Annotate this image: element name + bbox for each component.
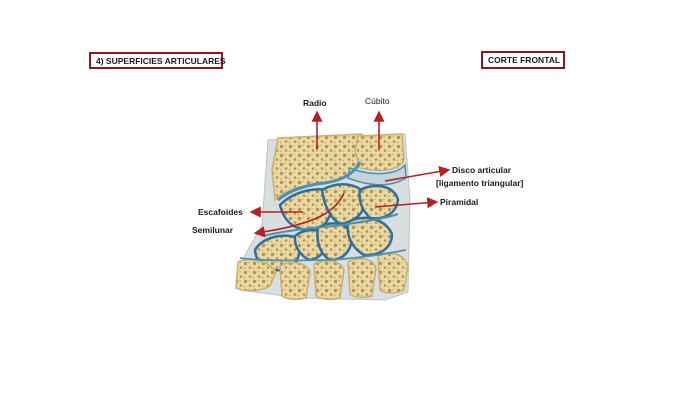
view-label: CORTE FRONTAL [481, 51, 565, 69]
metacarpal-3 [313, 259, 345, 301]
piramidal-arrow [374, 197, 439, 209]
section-title: 4) SUPERFICIES ARTICULARES [89, 52, 226, 69]
label-semilunar: Semilunar [192, 225, 234, 235]
triquetrum-bone [358, 184, 400, 220]
disco-arrow [384, 165, 451, 182]
label-piramidal: Piramidal [440, 197, 479, 207]
metacarpal-5 [377, 252, 409, 294]
radiocarpal-cartilage [277, 161, 362, 202]
carpometacarpal-cartilage [239, 249, 407, 262]
semilunar-arrow [253, 192, 345, 238]
midcarpal-cartilage [261, 213, 399, 237]
lunate-bone [320, 183, 368, 226]
ulna-bone [354, 133, 405, 172]
metacarpal-4 [347, 257, 377, 299]
capitate-bone [316, 222, 354, 262]
label-disco-articular: Disco articular [452, 165, 512, 175]
metacarpal-2 [279, 261, 311, 301]
label-radio: Radio [303, 98, 327, 108]
label-ligamento-triangular: [ligamento triangular] [436, 178, 524, 188]
label-escafoides: Escafoides [198, 207, 243, 217]
label-cubito: Cúbito [365, 96, 390, 106]
